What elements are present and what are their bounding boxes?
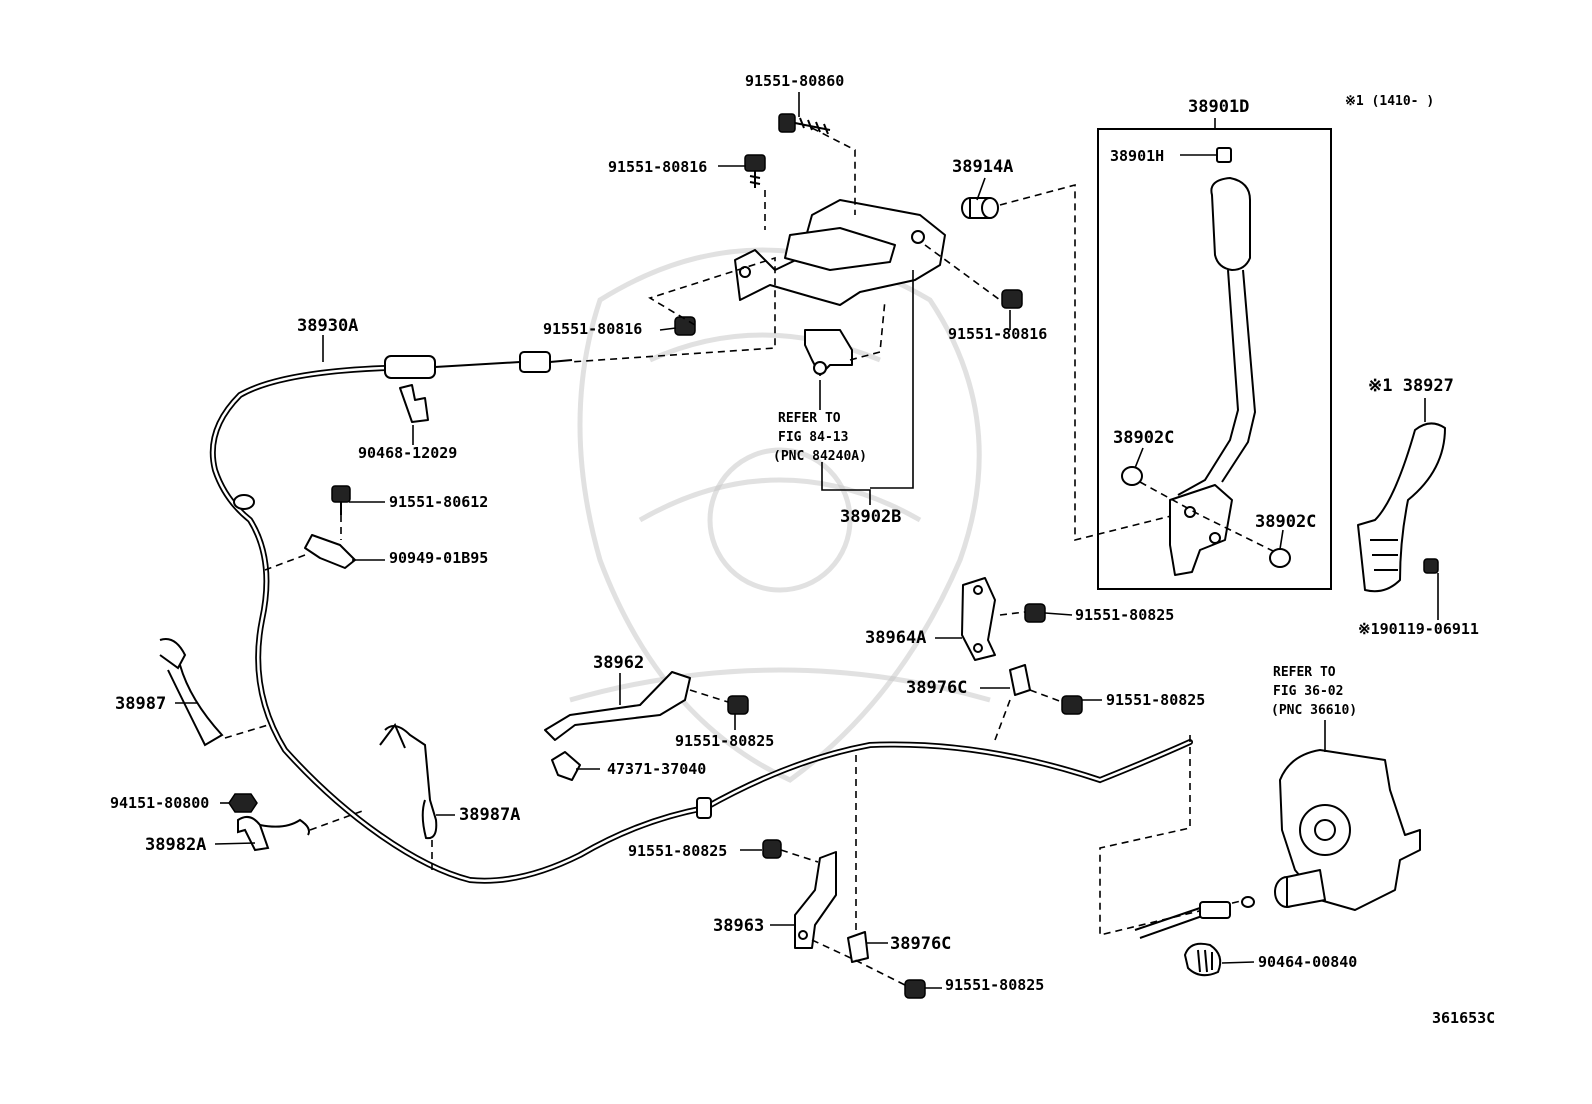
bolt-91551-80825-976 [1061,695,1083,715]
label-91551-80612[interactable]: 91551-80612 [389,493,488,511]
assembly-line-transmission [1099,735,1246,937]
shift-bracket-assembly [734,199,946,306]
clip-47371-37040 [551,751,581,781]
clip-90464-00840 [1184,942,1222,977]
label-91551-80860[interactable]: 91551-80860 [745,72,844,90]
bushing-assembly-line [1139,481,1276,553]
bolt-91551-80825-963 [762,839,782,859]
refer-36-line1: REFER TO [1273,665,1336,680]
bolt-91551-80816-right [1001,289,1023,309]
transmission-housing [1274,749,1421,911]
bolt-91551-80825-962 [727,695,749,715]
assembly-lines-top [569,127,1176,542]
clip-38976C-upper [1009,664,1031,696]
label-38976C-lower[interactable]: 38976C [890,934,951,954]
clip-38976C-lower [847,931,869,963]
label-38962[interactable]: 38962 [593,653,644,673]
spring-38987A [379,723,438,840]
assembly-line-lower [811,939,906,986]
label-38987[interactable]: 38987 [115,694,166,714]
nut-94151-80800 [228,793,258,813]
refer-84-line2: FIG 84-13 [778,430,848,445]
label-38964A[interactable]: 38964A [865,628,926,648]
diagram-code: 361653C [1432,1009,1495,1027]
label-190119-06911[interactable]: ※190119-06911 [1358,620,1479,638]
label-38901D[interactable]: 38901D [1188,97,1249,117]
assembly-line-976-down [994,699,1011,741]
label-90468-12029[interactable]: 90468-12029 [358,444,457,462]
bolt-91551-80860 [778,113,831,135]
clip-38902B [804,329,853,376]
refer-36-line3: (PNC 36610) [1271,703,1357,718]
label-38987A[interactable]: 38987A [459,805,520,825]
knob-cap-38901H [1216,147,1232,163]
clamp-90949-01B95 [304,534,356,569]
label-91551-80825-964[interactable]: 91551-80825 [1075,606,1174,624]
label-47371-37040[interactable]: 47371-37040 [607,760,706,778]
refer-fig-84-13[interactable]: REFER TO FIG 84-13 (PNC 84240A) [773,411,867,464]
shift-lever-38901D [1169,147,1257,576]
spring-38982A [237,815,310,852]
assembly-line-964 [999,611,1026,616]
refer-84-line3: (PNC 84240A) [773,449,867,464]
bolt-91551-80825-964 [1024,603,1046,623]
assembly-line-982 [309,809,366,831]
label-91551-80816-left[interactable]: 91551-80816 [543,320,642,338]
bracket-38962 [544,671,691,741]
bracket-38963 [794,851,837,949]
bolt-91551-80612 [331,485,351,515]
label-94151-80800[interactable]: 94151-80800 [110,794,209,812]
label-38982A[interactable]: 38982A [145,835,206,855]
cable-end-transmission [1134,896,1255,939]
label-91551-80816-top[interactable]: 91551-80816 [608,158,707,176]
clip-90468-12029 [399,384,429,423]
bolt-91551-80825-lower [904,979,926,999]
assembly-line-962 [689,689,729,703]
knob-cover-38927 [1357,422,1446,593]
main-cable-38930A [209,351,1193,884]
label-38902B[interactable]: 38902B [840,507,901,527]
label-38963[interactable]: 38963 [713,916,764,936]
refer-36-line2: FIG 36-02 [1273,684,1343,699]
bushing-38902C-upper [1121,466,1143,486]
refer-84-line1: REFER TO [778,411,841,426]
assembly-line-963 [780,849,819,863]
bolt-91551-80816-left [674,316,696,336]
label-38914A[interactable]: 38914A [952,157,1013,177]
bolt-91551-80816-top [744,154,766,188]
spring-38987 [159,638,224,747]
label-91551-80816-right[interactable]: 91551-80816 [948,325,1047,343]
label-91551-80825-lower[interactable]: 91551-80825 [945,976,1044,994]
label-38927[interactable]: ※1 38927 [1368,376,1454,396]
label-91551-80825-976[interactable]: 91551-80825 [1106,691,1205,709]
bushing-38914A [961,197,999,219]
label-91551-80825-963[interactable]: 91551-80825 [628,842,727,860]
bracket-38964A [961,577,996,661]
refer-fig-36-02[interactable]: REFER TO FIG 36-02 (PNC 36610) [1271,665,1357,718]
label-91551-80825-962[interactable]: 91551-80825 [675,732,774,750]
assembly-line-clamp [264,554,306,571]
screw-190119-06911 [1423,558,1439,574]
label-90949-01B95[interactable]: 90949-01B95 [389,549,488,567]
label-38902C-upper[interactable]: 38902C [1113,428,1174,448]
label-38902C-lower[interactable]: 38902C [1255,512,1316,532]
assembly-line-987 [224,724,269,739]
assembly-line-976 [1029,689,1063,703]
label-38901H[interactable]: 38901H [1110,147,1164,165]
label-38976C-upper[interactable]: 38976C [906,678,967,698]
leader-lines [175,92,1439,989]
label-38930A[interactable]: 38930A [297,316,358,336]
label-90464-00840[interactable]: 90464-00840 [1258,953,1357,971]
note-range: ※1 (1410- ) [1345,94,1434,109]
